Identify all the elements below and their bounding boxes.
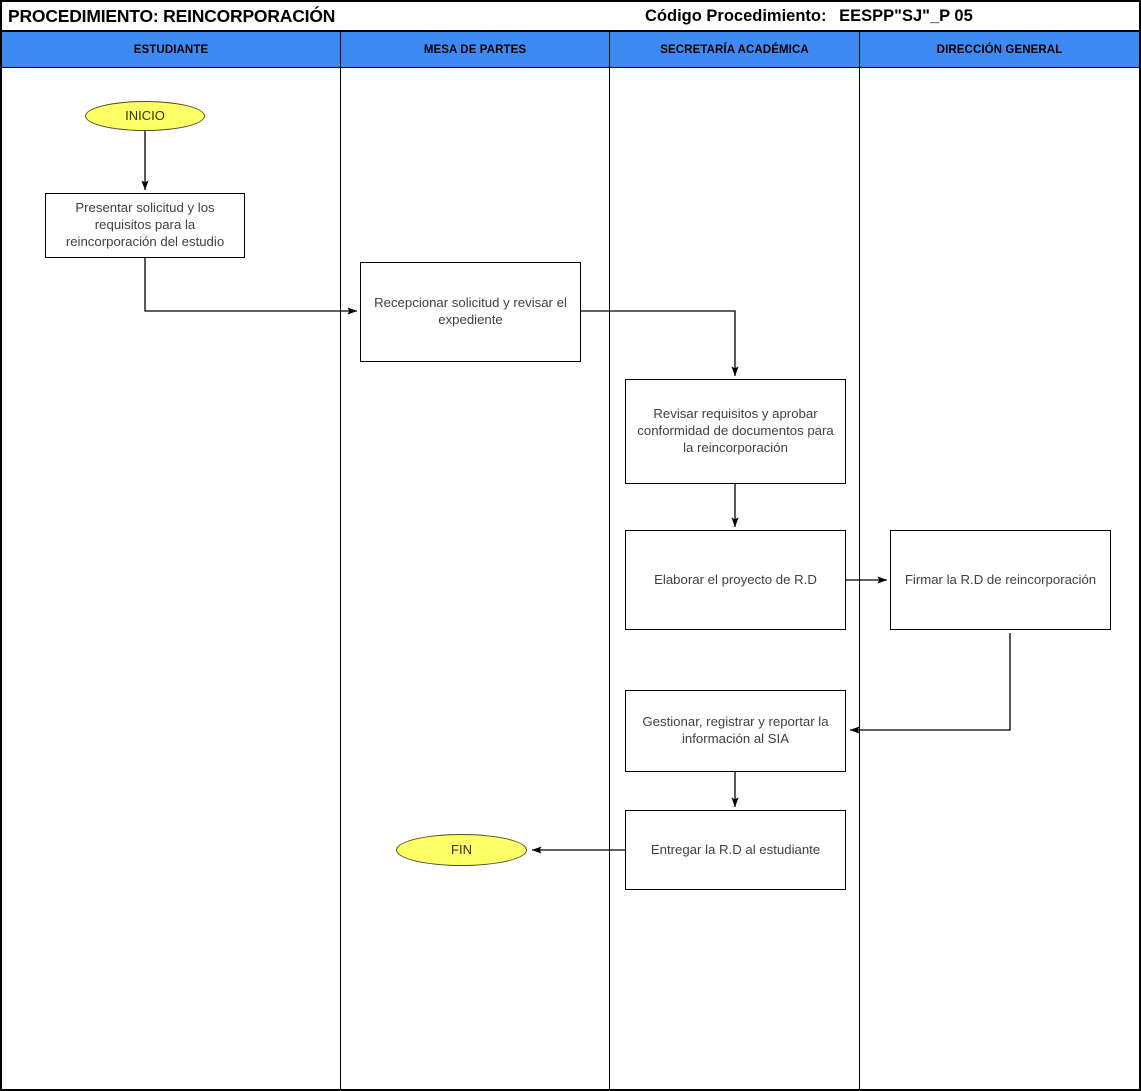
lane-column-secretaria-academica <box>610 68 860 1089</box>
process-box-step3[interactable]: Revisar requisitos y aprobar conformidad… <box>625 379 846 484</box>
lane-header-mesa-de-partes: MESA DE PARTES <box>341 32 610 67</box>
process-box-step6-label: Gestionar, registrar y reportar la infor… <box>642 714 829 746</box>
lane-column-estudiante <box>2 68 341 1089</box>
procedure-code: Código Procedimiento: EESPP"SJ"_P 05 <box>645 7 973 26</box>
lane-header-label: ESTUDIANTE <box>133 43 209 56</box>
terminator-end[interactable]: FIN <box>396 834 527 866</box>
process-box-step4-label: Elaborar el proyecto de R.D <box>654 571 817 587</box>
process-box-step7-label: Entregar la R.D al estudiante <box>650 841 821 857</box>
connector-step2-to-step3 <box>581 310 739 377</box>
process-box-step1[interactable]: Presentar solicitud y los requisitos par… <box>45 193 245 258</box>
process-box-step4[interactable]: Elaborar el proyecto de R.D <box>625 530 846 630</box>
lane-header-estudiante: ESTUDIANTE <box>2 32 341 67</box>
lane-header-label: SECRETARÍA ACADÉMICA <box>660 43 809 56</box>
lane-column-mesa-de-partes <box>341 68 610 1089</box>
process-box-step7[interactable]: Entregar la R.D al estudiante <box>625 810 846 890</box>
procedure-code-value: EESPP"SJ"_P 05 <box>839 7 973 25</box>
process-box-step3-label: Revisar requisitos y aprobar conformidad… <box>637 406 834 455</box>
page-title: PROCEDIMIENTO: REINCORPORACIÓN <box>8 6 336 26</box>
title-bar: PROCEDIMIENTO: REINCORPORACIÓN Código Pr… <box>0 0 1141 32</box>
lane-header-secretaria-academica: SECRETARÍA ACADÉMICA <box>610 32 860 67</box>
process-box-step5[interactable]: Firmar la R.D de reincorporación <box>890 530 1111 630</box>
procedure-code-label: Código Procedimiento: <box>645 7 827 25</box>
swimlane-header-row: ESTUDIANTE MESA DE PARTES SECRETARÍA ACA… <box>0 32 1141 68</box>
connector-step1-to-step2 <box>144 258 358 315</box>
process-box-step1-label: Presentar solicitud y los requisitos par… <box>65 200 225 249</box>
lane-header-direccion-general: DIRECCIÓN GENERAL <box>860 32 1139 67</box>
process-box-step6[interactable]: Gestionar, registrar y reportar la infor… <box>625 690 846 772</box>
process-box-step5-label: Firmar la R.D de reincorporación <box>904 571 1097 587</box>
lane-header-label: MESA DE PARTES <box>423 43 527 56</box>
lane-header-label: DIRECCIÓN GENERAL <box>936 43 1063 56</box>
terminator-end-label: FIN <box>451 841 472 857</box>
terminator-start[interactable]: INICIO <box>85 101 205 131</box>
connector-step5-to-step6 <box>849 633 1011 734</box>
terminator-start-label: INICIO <box>125 107 165 123</box>
process-box-step2[interactable]: Recepcionar solicitud y revisar el exped… <box>360 262 581 362</box>
process-box-step2-label: Recepcionar solicitud y revisar el exped… <box>374 295 567 327</box>
